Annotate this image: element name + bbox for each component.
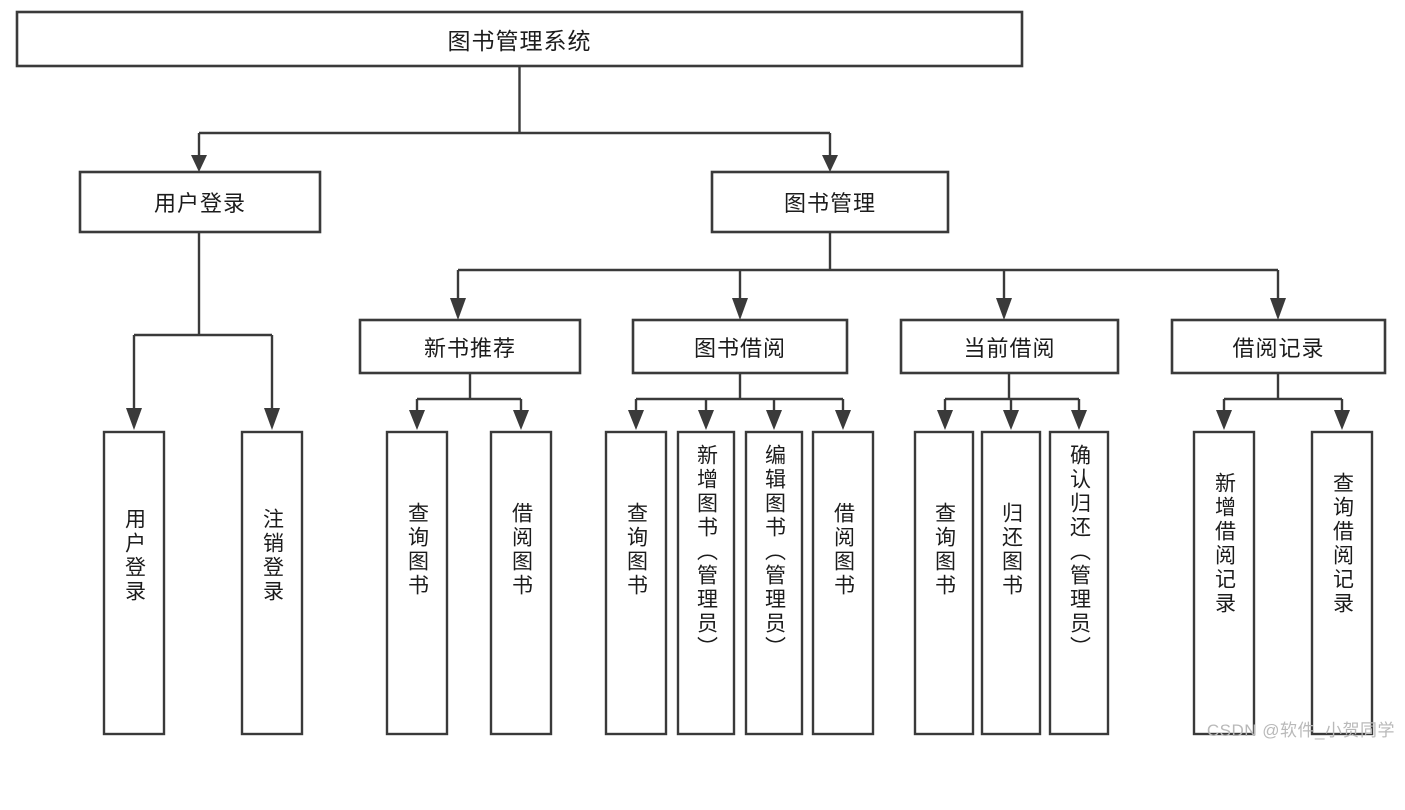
edge-group-borrowrecords-to-leaves: [1216, 373, 1350, 430]
leaf-box-book-borrow-4[interactable]: [811, 430, 875, 736]
arrow-bm-to-current-borrow: [996, 298, 1012, 320]
node-book-borrow-box[interactable]: [631, 318, 849, 375]
edge-group-newbook-to-leaves: [409, 373, 529, 430]
node-borrow-records-box[interactable]: [1170, 318, 1387, 375]
arrow-root-to-book-mgmt: [822, 155, 838, 172]
arrow-bb-leaf-3: [766, 410, 782, 430]
arrow-cb-leaf-1: [937, 410, 953, 430]
edge-group-bookmgmt-to-level3: [450, 232, 1286, 320]
node-new-book-box[interactable]: [358, 318, 582, 375]
edge-group-bookborrow-to-leaves: [628, 373, 851, 430]
arrow-bb-leaf-1: [628, 410, 644, 430]
leaf-box-user-login-2[interactable]: [240, 430, 304, 736]
node-root-box[interactable]: [15, 10, 1024, 68]
leaf-box-new-book-1[interactable]: [385, 430, 449, 736]
node-book-mgmt-box[interactable]: [710, 170, 950, 234]
arrow-br-leaf-2: [1334, 410, 1350, 430]
flowchart-canvas: 图书管理系统 用户登录 图书管理 新书推荐 图书借阅 当前借阅 借阅记录 用户登…: [15, 10, 1394, 740]
leaf-box-borrow-records-1[interactable]: [1192, 430, 1256, 736]
leaf-box-current-borrow-3[interactable]: [1048, 430, 1110, 736]
leaf-box-new-book-2[interactable]: [489, 430, 553, 736]
node-user-login-box[interactable]: [78, 170, 322, 234]
arrow-nb-leaf-2: [513, 410, 529, 430]
edge-group-root-to-level2: [191, 66, 838, 172]
arrow-root-to-user-login: [191, 155, 207, 172]
leaf-box-current-borrow-2[interactable]: [980, 430, 1042, 736]
arrow-bm-to-book-borrow: [732, 298, 748, 320]
arrow-nb-leaf-1: [409, 410, 425, 430]
edge-group-currentborrow-to-leaves: [937, 373, 1087, 430]
arrow-cb-leaf-2: [1003, 410, 1019, 430]
node-current-borrow-box[interactable]: [899, 318, 1120, 375]
leaf-box-user-login-1[interactable]: [102, 430, 166, 736]
arrow-br-leaf-1: [1216, 410, 1232, 430]
arrow-bm-to-new-book: [450, 298, 466, 320]
leaf-box-book-borrow-3[interactable]: [744, 430, 804, 736]
leaf-box-book-borrow-2[interactable]: [676, 430, 736, 736]
flowchart-svg: [15, 10, 1387, 736]
leaf-box-current-borrow-1[interactable]: [913, 430, 975, 736]
arrow-cb-leaf-3: [1071, 410, 1087, 430]
edge-group-userlogin-to-leaves: [126, 232, 280, 430]
arrow-user-login-leaf-1: [126, 408, 142, 430]
arrow-bb-leaf-2: [698, 410, 714, 430]
arrow-user-login-leaf-2: [264, 408, 280, 430]
leaf-box-borrow-records-2[interactable]: [1310, 430, 1374, 736]
arrow-bm-to-borrow-records: [1270, 298, 1286, 320]
leaf-box-book-borrow-1[interactable]: [604, 430, 668, 736]
arrow-bb-leaf-4: [835, 410, 851, 430]
